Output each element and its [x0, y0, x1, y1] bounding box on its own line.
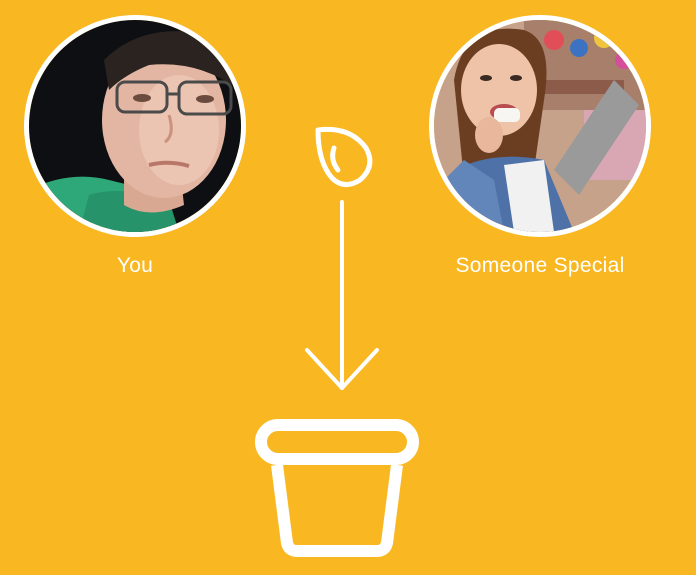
someone-special-portrait-photo [434, 20, 646, 232]
someone-special-label: Someone Special [455, 254, 625, 277]
seed-drop-icon [315, 126, 373, 187]
someone-special-avatar [429, 15, 651, 237]
you-avatar [24, 15, 246, 237]
flower-pot-icon [255, 419, 419, 557]
arrow-down-icon [305, 200, 379, 390]
you-portrait-photo [29, 20, 241, 232]
you-label: You [116, 254, 154, 277]
